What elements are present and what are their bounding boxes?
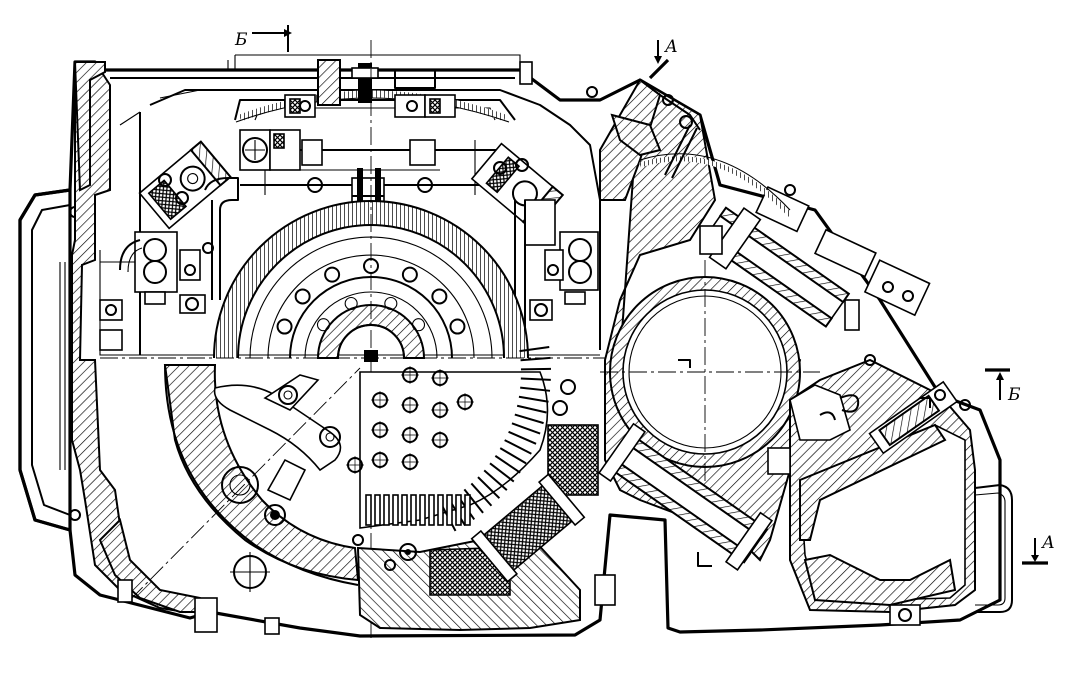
lower-left-section bbox=[129, 364, 361, 601]
left-housing bbox=[18, 54, 1002, 638]
section-label-b-right: Б bbox=[1007, 385, 1021, 405]
left-servo-units bbox=[99, 140, 239, 351]
planetary-gear bbox=[100, 40, 620, 640]
lower-center-section bbox=[117, 345, 616, 635]
upper-gear-train bbox=[234, 59, 533, 218]
section-markers bbox=[252, 25, 1048, 565]
section-label-a-right: А bbox=[1041, 533, 1055, 553]
right-section bbox=[586, 78, 1013, 626]
section-label-b-top: Б bbox=[234, 30, 248, 50]
right-servo-units bbox=[470, 142, 599, 350]
section-label-a-top: А bbox=[664, 37, 678, 57]
